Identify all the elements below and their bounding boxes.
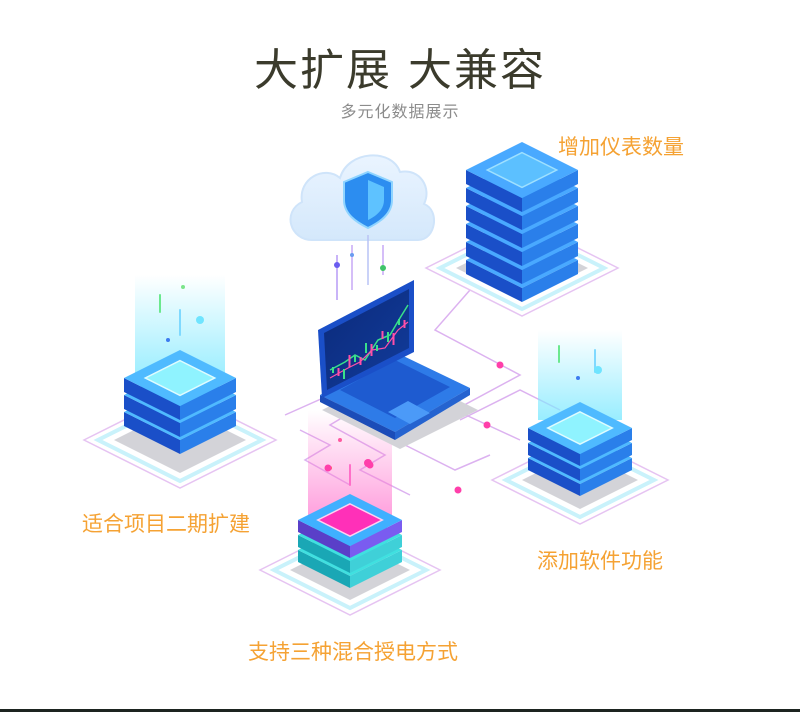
particle-dot	[454, 486, 462, 494]
server-layer-right	[350, 535, 402, 573]
server-layer-left	[466, 188, 522, 230]
particle-dot	[576, 376, 580, 380]
particle-dot	[181, 285, 185, 289]
server-top-panel	[316, 503, 384, 537]
server-layer-left	[528, 458, 580, 496]
server-layer-right	[522, 260, 578, 302]
particle-dot	[324, 464, 332, 472]
platform-outline	[490, 435, 670, 525]
candlestick	[332, 367, 334, 373]
candlestick	[354, 356, 356, 362]
particle-dot	[338, 438, 342, 442]
laptop-base-edge	[320, 395, 395, 440]
server-top-panel	[485, 151, 559, 189]
feature-label-software-features: 添加软件功能	[537, 549, 663, 573]
server-layer-right	[522, 170, 578, 212]
server-top-panel	[143, 359, 217, 397]
particle-dot	[166, 338, 170, 342]
cloud-shield	[289, 154, 436, 241]
candlestick	[392, 333, 395, 345]
server-layer-left	[124, 412, 180, 454]
server-layer-right	[522, 206, 578, 248]
particle-dot	[366, 461, 374, 469]
laptop-base-edge	[395, 388, 470, 440]
server-layer-right	[580, 458, 632, 496]
server-layer-left	[528, 428, 580, 466]
server-layer-left	[124, 378, 180, 420]
bottom-divider	[0, 709, 800, 712]
laptop	[318, 280, 478, 449]
candlestick	[365, 343, 367, 353]
candlestick	[348, 355, 351, 367]
server-layer-left	[466, 206, 522, 248]
candlestick	[381, 331, 384, 339]
server-layer-left	[124, 395, 180, 437]
candlestick	[387, 332, 389, 342]
server-top-panel	[546, 411, 614, 445]
server-layer-right	[522, 188, 578, 230]
particle-dot	[196, 316, 204, 324]
keyboard	[340, 360, 450, 418]
server-layer-right	[180, 378, 236, 420]
feature-label-phase-two-expansion: 适合项目二期扩建	[82, 512, 250, 536]
shield-highlight	[368, 180, 384, 220]
server-layer-right	[350, 550, 402, 588]
light-beam	[308, 410, 392, 515]
particle-dot	[334, 262, 340, 268]
candlestick	[370, 344, 373, 356]
server-layer-left	[466, 170, 522, 212]
candlestick	[337, 368, 340, 376]
server-layer-left	[466, 224, 522, 266]
server-stack-large	[466, 142, 578, 302]
server-layer-left	[298, 550, 350, 588]
candlestick	[343, 369, 345, 379]
server-layer-left	[466, 242, 522, 284]
candlestick	[403, 320, 406, 328]
server-layer-right	[580, 443, 632, 481]
platform-outline	[82, 391, 278, 489]
server-layer-right	[522, 242, 578, 284]
server-layer-right	[350, 520, 402, 558]
server-layer-right	[180, 412, 236, 454]
server-layer-left	[298, 535, 350, 573]
platform-outline	[258, 524, 442, 616]
feature-label-add-meters: 增加仪表数量	[558, 135, 684, 159]
server-layer-left	[528, 443, 580, 481]
page-subtitle: 多元化数据展示	[340, 102, 460, 121]
laptop-screen	[324, 289, 409, 390]
server-stack-left	[124, 350, 236, 454]
particle-dot	[483, 421, 491, 429]
server-layer-right	[580, 428, 632, 466]
particle-dot	[594, 366, 602, 374]
trackpad	[388, 401, 430, 424]
page-title: 大扩展 大兼容	[254, 45, 546, 96]
particle-dot	[380, 265, 386, 271]
candlestick	[398, 319, 400, 325]
server-layer-left	[298, 520, 350, 558]
candlestick	[376, 345, 378, 351]
particle-dot	[496, 361, 504, 369]
server-layer-right	[522, 224, 578, 266]
server-stack-pink	[298, 494, 402, 588]
feature-label-hybrid-power: 支持三种混合授电方式	[248, 640, 458, 664]
particle-dot	[350, 253, 354, 257]
platform-outline	[424, 219, 620, 317]
server-layer-left	[466, 260, 522, 302]
server-layer-right	[180, 395, 236, 437]
server-stack-right	[528, 402, 632, 496]
candlestick	[359, 357, 362, 365]
